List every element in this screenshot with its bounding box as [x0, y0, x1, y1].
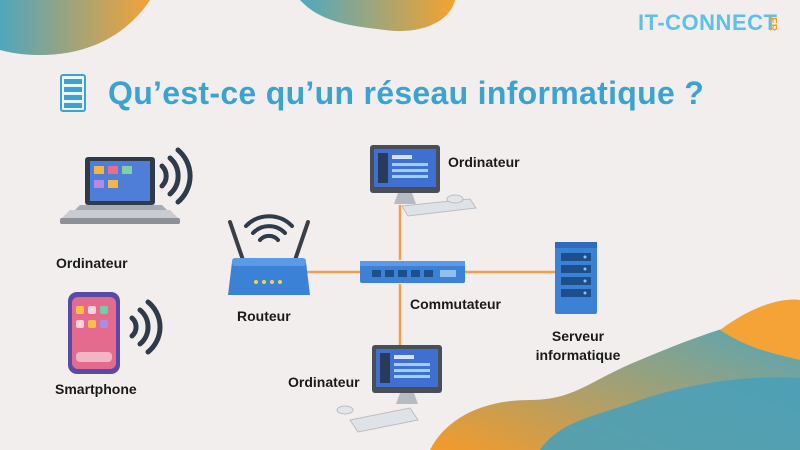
title-row: Qu’est-ce qu’un réseau informatique ?	[60, 74, 704, 112]
router-icon	[228, 220, 310, 295]
server-label-line1: Serveur	[551, 328, 605, 344]
desktop-top-icon	[370, 145, 477, 217]
smartphone-icon	[68, 292, 120, 374]
server-label: Serveur informatique	[528, 327, 628, 365]
server-icon	[555, 242, 597, 314]
desktop-bottom-icon	[336, 345, 442, 433]
page-title: Qu’est-ce qu’un réseau informatique ?	[108, 74, 705, 111]
server-rack-icon	[60, 74, 86, 112]
switch-icon	[360, 261, 465, 283]
blob-top-center	[300, 0, 455, 32]
desktop-top-label: Ordinateur	[448, 154, 520, 170]
brand-logo: IT-CONNECT .FR	[638, 10, 778, 36]
smartphone-label: Smartphone	[55, 381, 137, 397]
laptop-icon	[60, 157, 180, 224]
blob-right-orange	[720, 299, 800, 360]
router-label: Routeur	[237, 308, 291, 324]
blob-top-left	[0, 0, 150, 55]
desktop-bottom-label: Ordinateur	[288, 374, 360, 390]
brand-name: IT-CONNECT	[638, 10, 778, 35]
blob-bottom-right-teal	[540, 377, 800, 450]
server-label-line2: informatique	[535, 347, 621, 363]
laptop-wifi-icon	[159, 147, 193, 205]
laptop-label: Ordinateur	[56, 255, 128, 271]
switch-label: Commutateur	[410, 296, 502, 312]
smartphone-wifi-icon	[129, 299, 163, 355]
router-wifi-icon	[244, 214, 294, 242]
